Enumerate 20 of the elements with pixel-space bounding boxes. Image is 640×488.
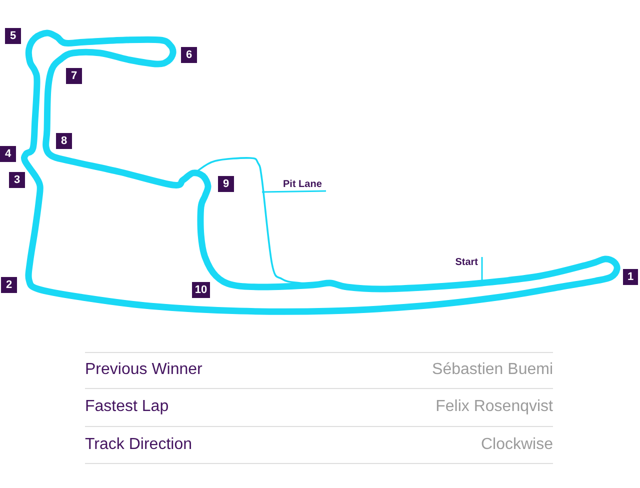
- callout-number: 8: [56, 133, 72, 149]
- row-label: Previous Winner: [85, 360, 202, 380]
- annotation-label: Start: [449, 257, 482, 269]
- callout-number: 6: [181, 47, 197, 63]
- row-label: Track Direction: [85, 434, 192, 454]
- callout-number: 9: [218, 176, 234, 192]
- leader-line: [481, 257, 483, 283]
- callout-number: 2: [1, 277, 17, 293]
- row-value: Sébastien Buemi: [432, 360, 553, 380]
- callout-number: 5: [5, 28, 21, 44]
- row-value: Felix Rosenqvist: [436, 397, 553, 417]
- row-label: Fastest Lap: [85, 397, 169, 417]
- callout-number: 10: [192, 282, 210, 298]
- row-value: Clockwise: [480, 434, 553, 454]
- callout-number: 7: [66, 68, 82, 84]
- annotation-label: Pit Lane: [283, 179, 326, 191]
- leader-line: [262, 190, 326, 193]
- callout-number: 3: [9, 172, 25, 188]
- callout-number: 1: [623, 269, 638, 285]
- callout-number: 4: [0, 146, 16, 162]
